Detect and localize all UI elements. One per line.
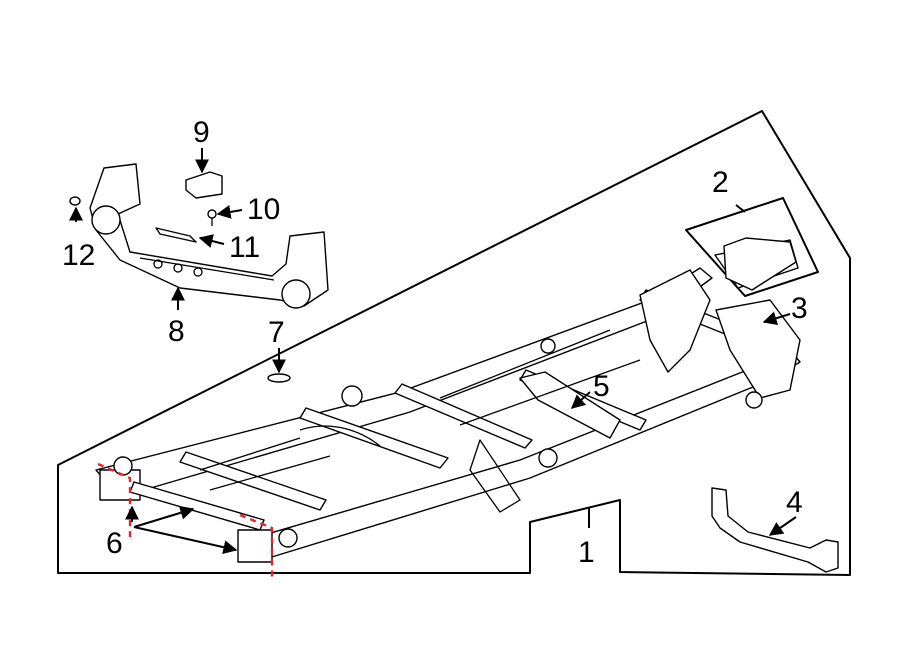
cut-line-right xyxy=(239,513,274,578)
callout-6: 6 xyxy=(106,527,123,560)
callout-5: 5 xyxy=(593,370,610,403)
callout-12: 12 xyxy=(62,239,95,272)
leader-lines xyxy=(69,148,797,555)
callout-4: 4 xyxy=(786,486,803,519)
part-2-crossmember xyxy=(723,237,797,291)
callout-1: 1 xyxy=(578,536,595,569)
callout-9: 9 xyxy=(193,116,210,149)
callout-7: 7 xyxy=(268,316,285,349)
part-11-bolts xyxy=(155,227,197,243)
callout-11: 11 xyxy=(229,231,260,264)
part-9-mount-pad xyxy=(185,171,223,199)
frame-assembly-outline xyxy=(57,110,851,576)
callout-8: 8 xyxy=(168,315,185,348)
part-4-bracket xyxy=(711,487,839,573)
part-7-ring xyxy=(267,373,291,383)
cut-line-left xyxy=(97,462,132,542)
callout-2: 2 xyxy=(712,166,729,199)
callout-3: 3 xyxy=(791,292,808,325)
part-12-nut xyxy=(69,196,81,206)
part-8-crossmember xyxy=(89,163,329,309)
callout-10: 10 xyxy=(247,193,280,226)
part-10-bolt xyxy=(207,209,217,226)
